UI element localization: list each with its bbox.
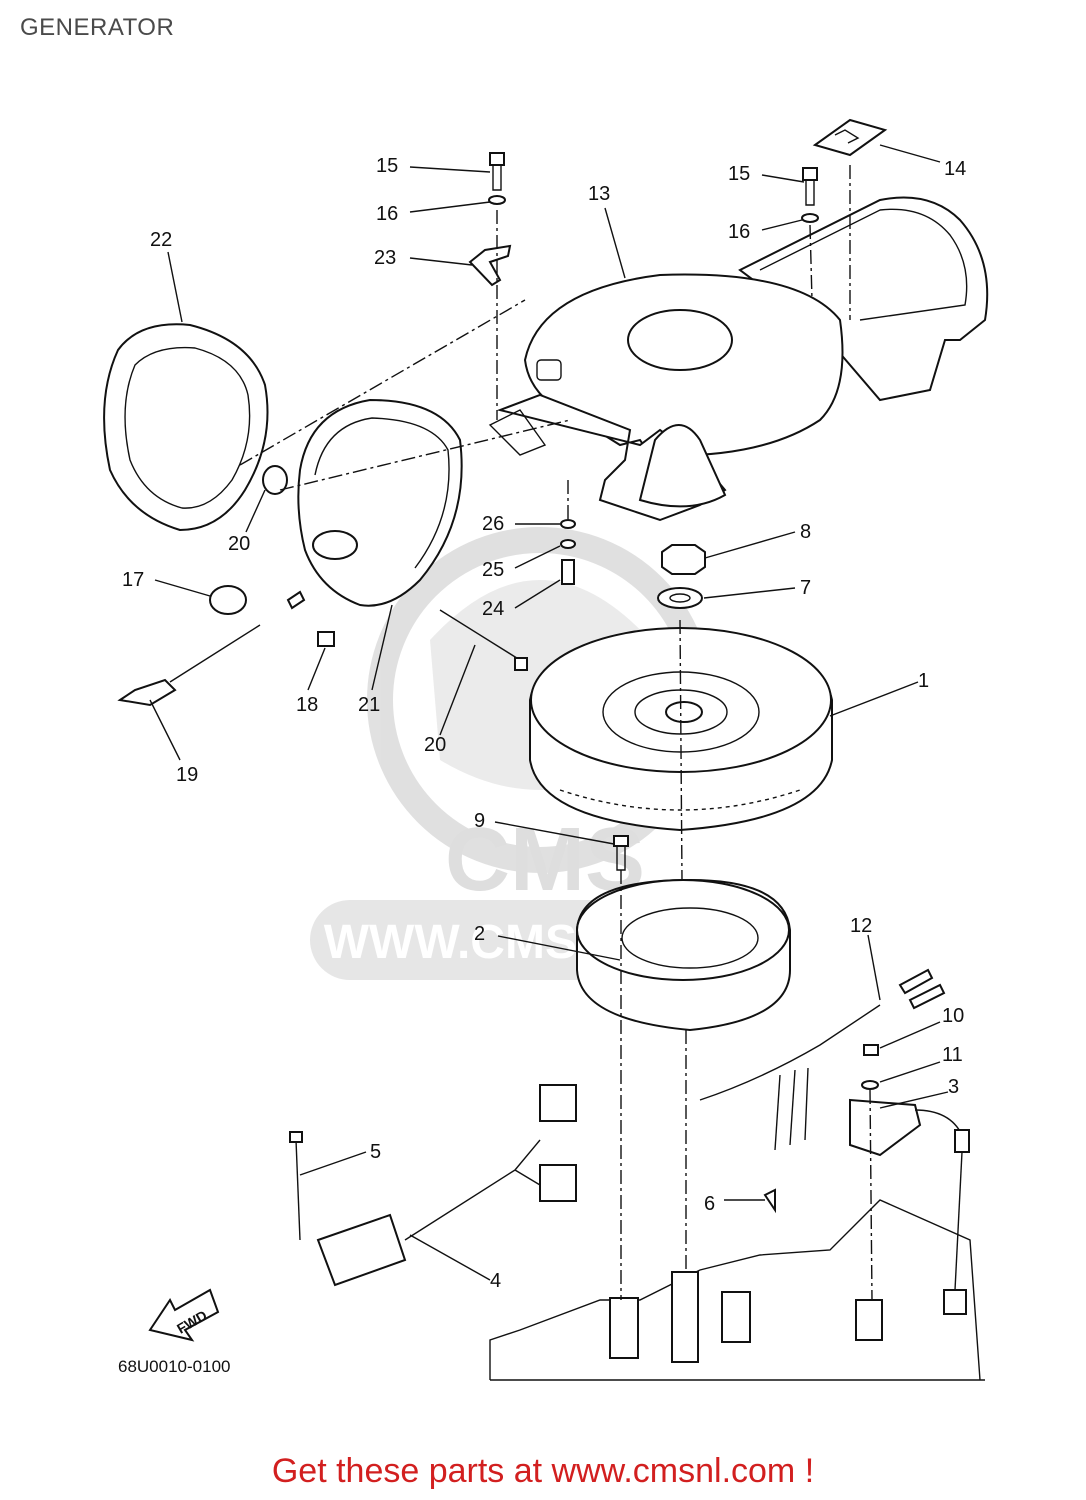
exploded-parts-diagram: CMS WWW.CMSNL.COM	[103, 118, 989, 1381]
callout-6[interactable]: 6	[704, 1193, 715, 1215]
callout-20a[interactable]: 20	[228, 533, 250, 555]
assembly-centerlines	[239, 165, 873, 1301]
callout-11[interactable]: 11	[942, 1044, 963, 1066]
callout-15a[interactable]: 15	[376, 155, 398, 177]
bolt-10[interactable]	[861, 1044, 879, 1090]
wire-lead-12[interactable]	[699, 968, 946, 1151]
callout-23[interactable]: 23	[374, 247, 396, 269]
leader-lines	[149, 144, 949, 1281]
fwd-arrow: FWD	[148, 1288, 220, 1342]
callout-3[interactable]: 3	[948, 1076, 959, 1098]
callout-18[interactable]: 18	[296, 694, 318, 716]
callout-16b[interactable]: 16	[728, 221, 750, 243]
label-18[interactable]	[317, 631, 335, 647]
callout-5[interactable]: 5	[370, 1141, 381, 1163]
bolt-right[interactable]	[801, 167, 819, 223]
callout-17[interactable]: 17	[122, 569, 144, 591]
page-title: GENERATOR	[20, 14, 175, 41]
callout-1[interactable]: 1	[918, 670, 929, 692]
callout-22[interactable]: 22	[150, 229, 172, 251]
callout-10[interactable]: 10	[942, 1005, 964, 1027]
flywheel-nut[interactable]	[661, 544, 706, 575]
callout-12[interactable]: 12	[850, 915, 872, 937]
flywheel-cover[interactable]	[488, 196, 989, 522]
part-callouts: 1 2 3 4 5 6 7 8 9 10 11 12 13 14 15 15 1…	[122, 155, 966, 1292]
stator[interactable]	[576, 878, 791, 1032]
sensor-19[interactable]	[117, 590, 306, 707]
footer-link[interactable]: Get these parts at www.cmsnl.com !	[271, 1452, 815, 1490]
small-fasteners[interactable]	[560, 519, 576, 585]
grommet[interactable]	[262, 465, 288, 495]
plug-17[interactable]	[209, 585, 247, 615]
callout-15b[interactable]: 15	[728, 163, 750, 185]
callout-13[interactable]: 13	[588, 183, 610, 205]
callout-21[interactable]: 21	[358, 694, 380, 716]
air-silencer[interactable]	[297, 398, 463, 607]
cable-tie-5[interactable]	[289, 1131, 303, 1241]
bolt-left[interactable]	[488, 152, 506, 205]
callout-19[interactable]: 19	[176, 764, 198, 786]
drawing-code: 68U0010-0100	[118, 1357, 230, 1376]
callout-25[interactable]: 25	[482, 559, 504, 581]
callout-14[interactable]: 14	[944, 158, 966, 180]
callout-26[interactable]: 26	[482, 513, 504, 535]
bracket-clip[interactable]	[468, 244, 512, 287]
harness-box[interactable]	[316, 1084, 577, 1287]
callout-7[interactable]: 7	[800, 577, 811, 599]
pulser-coil[interactable]	[849, 1098, 970, 1315]
cable-tie-20[interactable]	[439, 609, 528, 671]
callout-16a[interactable]: 16	[376, 203, 398, 225]
clip-6[interactable]	[763, 1188, 776, 1214]
cover-plate[interactable]	[812, 118, 888, 157]
callout-8[interactable]: 8	[800, 521, 811, 543]
gasket-ring[interactable]	[103, 323, 269, 532]
callout-4[interactable]: 4	[490, 1270, 501, 1292]
callout-24[interactable]: 24	[482, 598, 504, 620]
flywheel-washer[interactable]	[657, 587, 703, 609]
callout-2[interactable]: 2	[474, 923, 485, 945]
engine-block	[489, 1199, 985, 1381]
callout-20b[interactable]: 20	[424, 734, 446, 756]
callout-9[interactable]: 9	[474, 810, 485, 832]
